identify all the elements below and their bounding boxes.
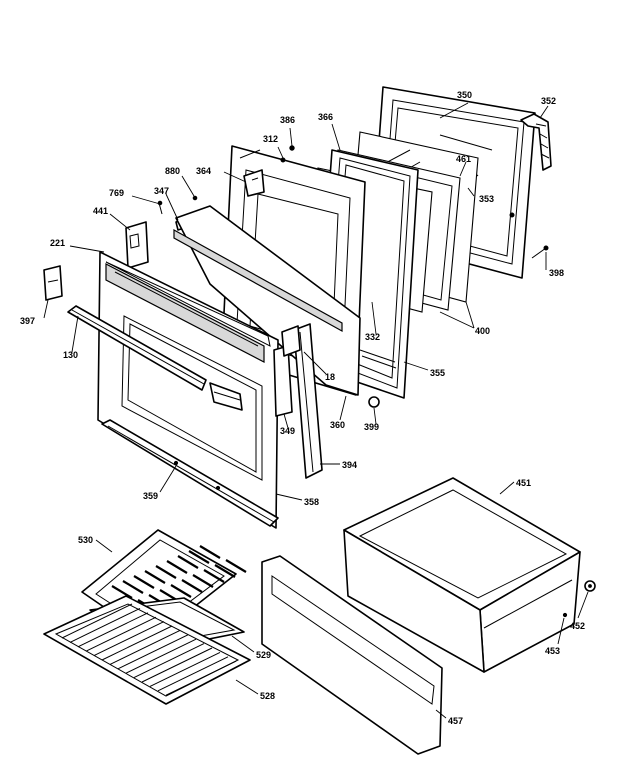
label-312: 312 xyxy=(263,134,279,144)
storage-drawer-451 xyxy=(343,477,581,673)
pan-slot xyxy=(133,575,155,589)
label-349: 349 xyxy=(280,426,296,436)
label-400: 400 xyxy=(475,326,491,336)
bumper-399 xyxy=(368,396,380,408)
screw-769 xyxy=(157,200,163,215)
pan-slot xyxy=(144,570,166,584)
outer-door-358 xyxy=(97,251,279,529)
label-441: 441 xyxy=(93,206,109,216)
label-350: 350 xyxy=(457,90,473,100)
rack-bar xyxy=(101,625,173,661)
bracket-18 xyxy=(281,325,301,357)
label-353: 353 xyxy=(479,194,495,204)
pan-slot xyxy=(166,560,188,574)
rack-bar xyxy=(61,603,133,639)
pan-slot xyxy=(155,565,177,579)
pan-slot xyxy=(111,585,133,599)
rack-bar xyxy=(149,651,221,687)
label-461: 461 xyxy=(456,154,472,164)
roller-452 xyxy=(584,580,596,592)
pan-slot xyxy=(122,580,144,594)
label-769: 769 xyxy=(109,188,125,198)
label-452: 452 xyxy=(570,621,586,631)
label-360: 360 xyxy=(330,420,346,430)
bracket-441 xyxy=(125,221,149,269)
rack-bar xyxy=(141,647,213,683)
side-channel-394 xyxy=(293,323,323,479)
bottom-trim-359 xyxy=(101,419,279,527)
pan-slot xyxy=(199,545,221,559)
label-386: 386 xyxy=(280,115,296,125)
screw-398 xyxy=(531,245,549,259)
label-359: 359 xyxy=(143,491,159,501)
rack-bar xyxy=(117,634,189,670)
drawer-front-457 xyxy=(261,555,443,755)
rack-bar xyxy=(165,660,237,696)
label-358: 358 xyxy=(304,497,320,507)
pan-slot xyxy=(181,579,203,593)
label-347: 347 xyxy=(154,186,170,196)
hinge-397 xyxy=(43,265,63,301)
screw-386 xyxy=(289,127,295,151)
pan-slot xyxy=(214,564,236,578)
hinge-bracket-364 xyxy=(243,169,265,197)
rack-bar xyxy=(77,612,149,648)
label-366: 366 xyxy=(318,112,334,122)
label-18: 18 xyxy=(325,372,336,382)
label-130: 130 xyxy=(63,350,79,360)
label-355: 355 xyxy=(430,368,446,378)
screw-312 xyxy=(277,146,286,163)
rack-bar xyxy=(69,607,141,643)
leader-lines xyxy=(43,102,589,719)
screw-880 xyxy=(192,195,198,201)
pan-slot xyxy=(177,555,199,569)
rack-bar xyxy=(85,616,157,652)
oven-rack-528 xyxy=(43,595,251,705)
label-451: 451 xyxy=(516,478,532,488)
pan-slots xyxy=(111,545,247,613)
pan-slot xyxy=(170,584,192,598)
pan-slot xyxy=(225,559,247,573)
label-528: 528 xyxy=(260,691,276,701)
label-364: 364 xyxy=(196,166,212,176)
label-399: 399 xyxy=(364,422,380,432)
rack-bar xyxy=(93,621,165,657)
label-529: 529 xyxy=(256,650,272,660)
label-457: 457 xyxy=(448,716,464,726)
label-352: 352 xyxy=(541,96,557,106)
pan-slot xyxy=(188,550,210,564)
rack-bar xyxy=(133,643,205,679)
rack-bar xyxy=(125,638,197,674)
trim-349 xyxy=(273,345,293,417)
screw-453 xyxy=(562,612,568,618)
label-221: 221 xyxy=(50,238,66,248)
label-332: 332 xyxy=(365,332,381,342)
rack-bar xyxy=(157,656,229,692)
label-453: 453 xyxy=(545,646,561,656)
pan-slot xyxy=(203,569,225,583)
pan-slot xyxy=(192,574,214,588)
rack-bars xyxy=(61,603,237,696)
handle-bracket-352 xyxy=(520,113,552,171)
label-394: 394 xyxy=(342,460,358,470)
label-880: 880 xyxy=(165,166,181,176)
label-530: 530 xyxy=(78,535,94,545)
door-handle-130 xyxy=(67,305,207,391)
label-397: 397 xyxy=(20,316,36,326)
rack-bar xyxy=(109,629,181,665)
door-frame-221 xyxy=(173,205,361,396)
label-398: 398 xyxy=(549,268,565,278)
